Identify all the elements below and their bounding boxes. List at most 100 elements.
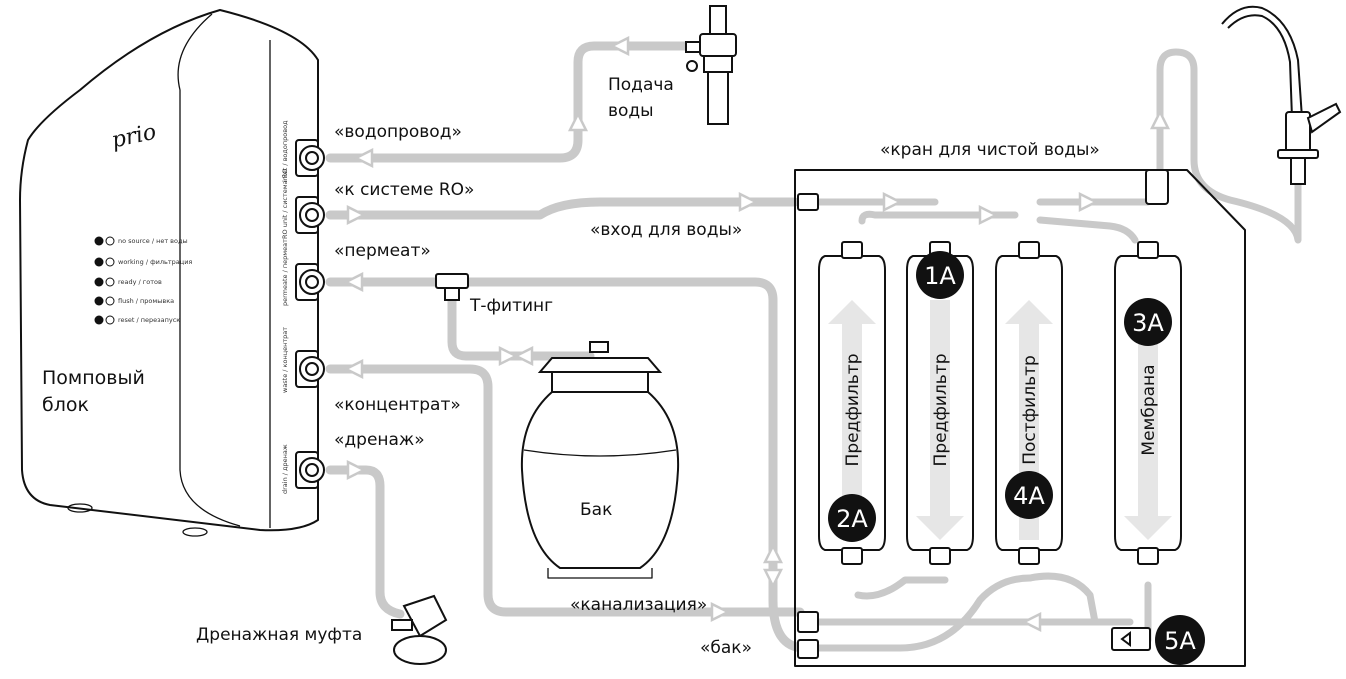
port-connectors (295, 139, 325, 489)
indicator-led (94, 277, 104, 287)
tank-base (547, 568, 653, 579)
label-mains-port: «водопровод» (334, 122, 462, 142)
arrow-perm-1 (343, 271, 364, 293)
label-drain-port: «дренаж» (334, 430, 425, 450)
pipe-internal-tank (814, 574, 1034, 652)
arrow-int-2 (978, 204, 999, 226)
filter-top-fitting (1137, 241, 1159, 259)
filter-housing (906, 255, 974, 551)
label-permeate-port: «пермеат» (334, 241, 431, 261)
panel-fittings (797, 169, 1169, 659)
filter-top-fitting (1018, 241, 1040, 259)
supply-valve (685, 5, 737, 125)
arrow-ro-2 (738, 191, 759, 213)
filter-housing (995, 255, 1063, 551)
arrow-int-3 (1078, 191, 1099, 213)
supply-valve-handle (685, 41, 701, 53)
indicator-led (94, 296, 104, 306)
drain-clamp (391, 594, 448, 665)
storage-tank (520, 341, 680, 579)
pipe-internal-4a-out (1026, 572, 1099, 626)
pump-body (19, 9, 319, 532)
filter-panel-outline (794, 169, 1246, 667)
filter-bottom-fitting (841, 547, 863, 565)
pipe-clean-tap (1156, 48, 1302, 244)
fitting-clean-out (1145, 169, 1169, 205)
faucet-base (1285, 111, 1311, 153)
indicator-label: flush / промывка (118, 297, 174, 305)
filter-name: Предфильтр (843, 354, 863, 467)
supply-valve-knob (686, 60, 698, 72)
pipe-tank (447, 285, 595, 361)
filter-bottom-fitting (1137, 547, 1159, 565)
faucet-stem (1290, 157, 1306, 185)
pump-foot-left (67, 503, 93, 513)
port-nozzle (305, 275, 319, 289)
filter-badge (916, 251, 964, 299)
indicator-icon (105, 296, 115, 306)
drain-clamp-body (402, 594, 448, 638)
arrow-clean-up (1149, 109, 1171, 130)
label-clean-tap: «кран для чистой воды» (880, 140, 1100, 160)
label-concentrate-port: «концентрат» (334, 395, 461, 415)
flow-direction-arrow (1124, 300, 1172, 540)
flow-direction-arrow (916, 300, 964, 540)
badge-5a-text: 5A (1164, 627, 1196, 655)
fitting-inlet (797, 193, 819, 211)
pipe-to-ro (325, 197, 800, 220)
label-sewer: «канализация» (570, 595, 708, 615)
pipe-internal-membrane (1036, 216, 1139, 244)
port-caption: waste / концентрат (281, 327, 289, 393)
arrow-perm-down (762, 568, 784, 589)
tank-seam (523, 449, 677, 457)
supply-valve-body (699, 33, 737, 57)
flow-direction-arrow (1005, 300, 1053, 540)
filter-badge-text: 2A (836, 505, 868, 533)
supply-pipe-top (709, 5, 727, 37)
t-fitting (435, 273, 469, 301)
t-fitting-stem (444, 287, 460, 301)
arrow-tank-1 (498, 345, 519, 367)
port-caption: RO unit / система RO (281, 169, 289, 239)
filter-badge-text: 3A (1132, 309, 1164, 337)
label-tank-port: «бак» (700, 638, 752, 658)
faucet (1221, 5, 1342, 185)
label-tank: Бак (580, 500, 613, 520)
filter-housing (818, 255, 886, 551)
tank-valve-top (589, 341, 609, 353)
valve-5a-arrow (1120, 631, 1131, 647)
pipe-permeate (325, 277, 810, 653)
label-t-fitting: Т-фитинг (470, 296, 554, 316)
arrow-mains-2 (567, 111, 589, 132)
arrow-conc-1 (343, 358, 364, 380)
filter-badge-text: 1A (924, 262, 956, 290)
port-nozzle (305, 362, 319, 376)
tank-neck (551, 371, 649, 393)
flow-markers (343, 35, 1171, 633)
supply-valve-nut (703, 55, 733, 73)
label-water-supply: Подача воды (608, 75, 674, 121)
filter-cartridges: Предфильтр2AПредфильтр1AПостфильтр4AМемб… (818, 241, 1182, 565)
flow-direction-arrow (828, 300, 876, 540)
arrow-conc-2 (710, 601, 731, 623)
pump-foot-right (182, 527, 208, 537)
label-ro-port: «к системе RO» (334, 180, 475, 200)
filter-housing (1114, 255, 1182, 551)
badge-5a: 5A (1155, 615, 1205, 665)
fitting-sewer (797, 611, 819, 633)
faucet-spout-inner (1227, 14, 1293, 119)
tank-cap (537, 357, 663, 373)
port-caption: inlet / водопровод (281, 120, 289, 182)
drain-clamp-bolt (391, 619, 413, 631)
indicator-icon (105, 257, 115, 267)
pipe-drain (325, 465, 405, 619)
filter-bottom-fitting (929, 547, 951, 565)
filter-badge-text: 4A (1013, 482, 1045, 510)
brand-logo: prio (109, 120, 158, 154)
